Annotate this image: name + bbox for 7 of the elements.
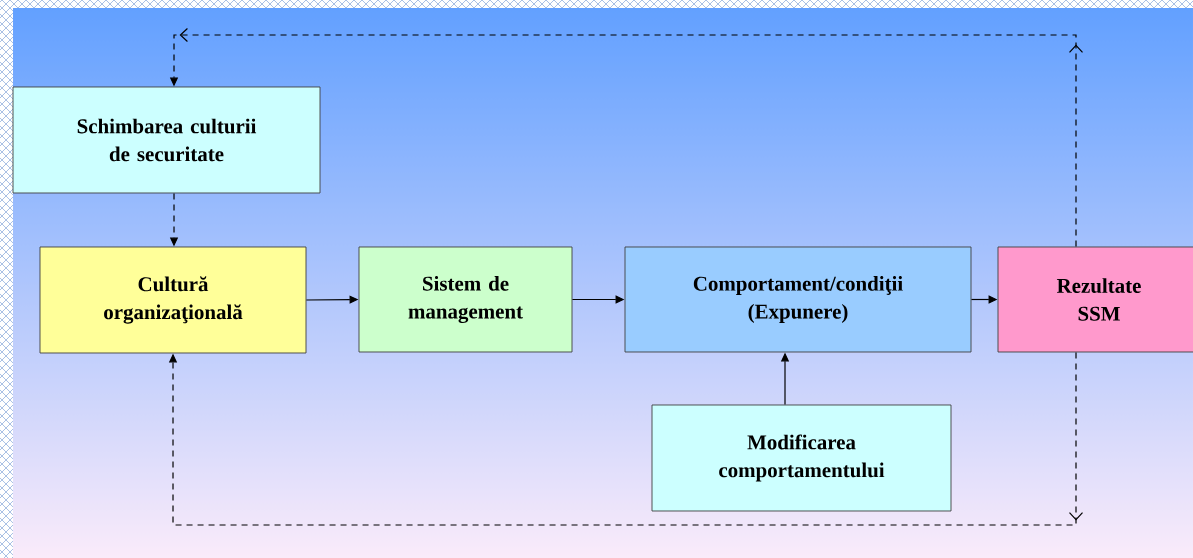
process-box: Sistem de management (358, 246, 573, 353)
process-box: Cultură organizaţională (39, 246, 307, 354)
process-box: Modificarea comportamentului (651, 404, 952, 512)
process-box: Schimbarea culturii de securitate (12, 86, 321, 194)
arrow (168, 351, 1084, 526)
process-box: Comportament/condiţii (Expunere) (624, 246, 972, 353)
process-box: Rezultate SSM (997, 246, 1193, 353)
